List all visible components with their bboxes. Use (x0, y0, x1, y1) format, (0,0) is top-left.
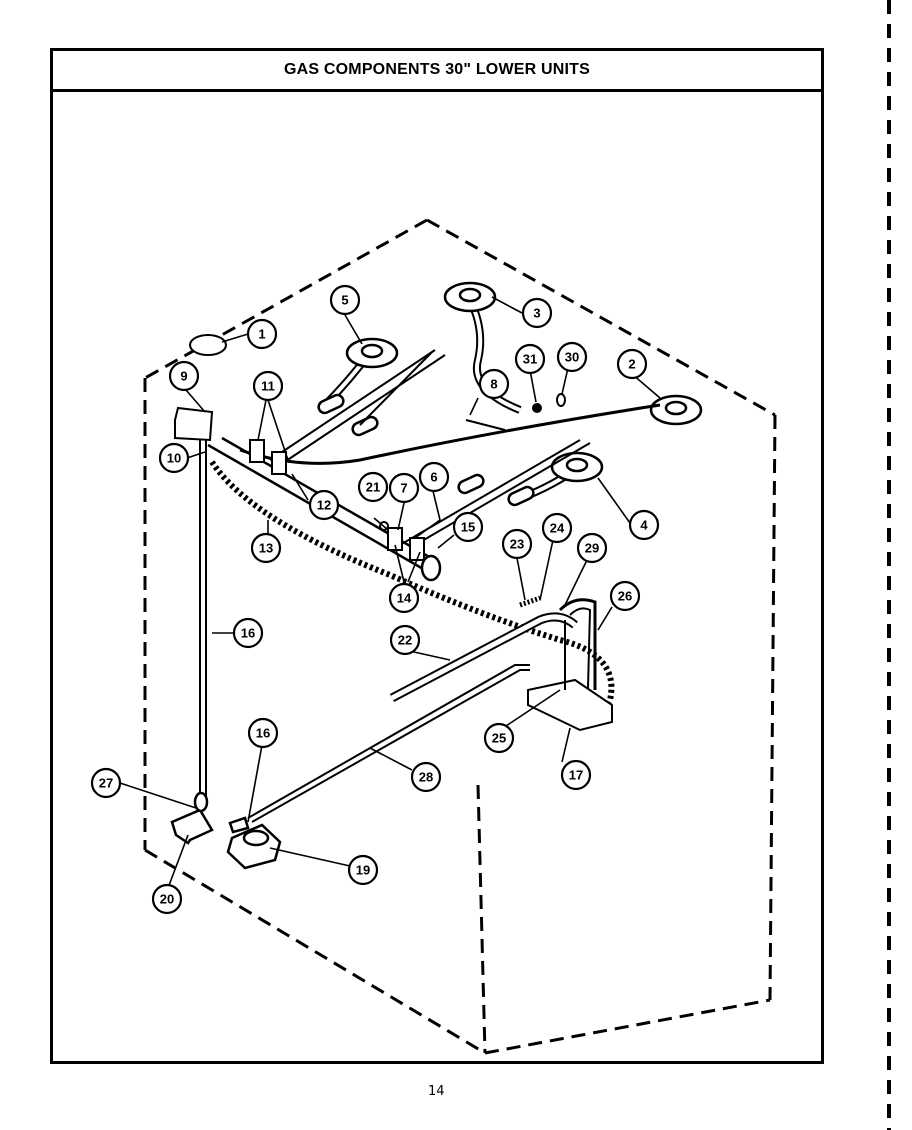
callout-label: 26 (618, 589, 632, 604)
callout-label: 20 (160, 892, 174, 907)
callout-3: 3 (521, 297, 553, 329)
callout-22: 22 (389, 624, 421, 656)
callout-label: 24 (550, 521, 565, 536)
callout-label: 28 (419, 770, 433, 785)
callout-label: 1 (258, 327, 265, 342)
page-edge-mark (887, 0, 891, 1130)
callout-label: 17 (569, 768, 583, 783)
callout-4: 4 (628, 509, 660, 541)
callout-1: 1 (246, 318, 278, 350)
callout-label: 3 (533, 306, 540, 321)
callout-label: 4 (640, 518, 648, 533)
callout-23: 23 (501, 528, 533, 560)
callout-14: 14 (388, 582, 420, 614)
callout-6: 6 (418, 461, 450, 493)
callout-label: 14 (397, 591, 412, 606)
callout-31: 31 (514, 343, 546, 375)
safety-valve (170, 791, 282, 870)
callout-label: 29 (585, 541, 599, 556)
callout-label: 25 (492, 731, 506, 746)
callout-label: 16 (241, 626, 255, 641)
callout-27: 27 (90, 767, 122, 799)
callout-label: 30 (565, 350, 579, 365)
callout-label: 31 (523, 352, 537, 367)
callout-label: 2 (628, 357, 635, 372)
callout-18: 16 (232, 617, 264, 649)
callout-11: 11 (252, 370, 284, 402)
callout-28: 28 (410, 761, 442, 793)
callout-8: 8 (478, 368, 510, 400)
callout-label: 6 (430, 470, 437, 485)
callout-label: 13 (259, 541, 273, 556)
callout-30: 30 (556, 341, 588, 373)
callout-10: 10 (158, 442, 190, 474)
callout-19: 19 (347, 854, 379, 886)
callout-label: 21 (366, 480, 380, 495)
callout-21: 21 (357, 471, 389, 503)
callout-24: 24 (541, 512, 573, 544)
callout-label: 16 (256, 726, 270, 741)
callout-label: 22 (398, 633, 412, 648)
burner-valves (249, 439, 425, 561)
small-parts (379, 393, 566, 531)
callout-29: 29 (576, 532, 608, 564)
callout-16: 16 (247, 717, 279, 749)
burner-assemblies (239, 281, 703, 507)
callout-label: 19 (356, 863, 370, 878)
callout-25: 25 (483, 722, 515, 754)
callout-label: 11 (261, 379, 275, 394)
callout-5: 5 (329, 284, 361, 316)
callout-7: 7 (388, 472, 420, 504)
callout-15: 15 (452, 511, 484, 543)
callout-label: 8 (490, 377, 497, 392)
callout-label: 10 (167, 451, 181, 466)
callout-13: 13 (250, 532, 282, 564)
thermostat-capillary (247, 664, 530, 823)
diagram-title: GAS COMPONENTS 30" LOWER UNITS (53, 51, 821, 92)
callout-17: 17 (560, 759, 592, 791)
callout-label: 12 (317, 498, 331, 513)
callout-20: 20 (151, 883, 183, 915)
callout-label: 27 (99, 776, 113, 791)
leader-lines (119, 296, 661, 889)
callout-label: 15 (461, 520, 475, 535)
diagram-frame: GAS COMPONENTS 30" LOWER UNITS (50, 48, 824, 1064)
callout-2: 2 (616, 348, 648, 380)
cabinet-outline (143, 218, 777, 1055)
callout-label: 7 (400, 481, 407, 496)
page-number: 14 (428, 1084, 445, 1099)
callout-label: 9 (180, 369, 187, 384)
callout-label: 5 (341, 293, 348, 308)
callout-9: 9 (168, 360, 200, 392)
oven-burner (389, 595, 613, 732)
pilot-tubing (174, 334, 227, 800)
callout-12: 12 (308, 489, 340, 521)
callout-26: 26 (609, 580, 641, 612)
callout-label: 23 (510, 537, 524, 552)
